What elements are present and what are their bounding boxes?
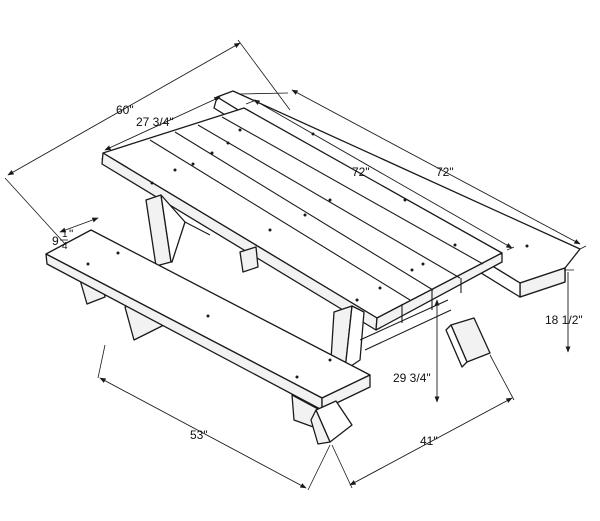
overall-width-label: 60" bbox=[116, 103, 134, 117]
dimension-lines bbox=[4, 39, 587, 491]
left-a-frame bbox=[145, 194, 259, 273]
bench-width-denominator: 4 bbox=[62, 241, 68, 252]
far-bench-leg bbox=[445, 317, 491, 368]
tabletop-width-label: 27 3/4" bbox=[136, 115, 174, 129]
table-height-label: 29 3/4" bbox=[393, 371, 431, 385]
bench-leg-span-label: 41" bbox=[420, 434, 438, 448]
bench-width-label: 9 1 4 " bbox=[52, 227, 73, 252]
tabletop-length-label: 72" bbox=[352, 165, 370, 179]
bench-width-whole: 9 bbox=[52, 234, 59, 248]
bench-width-numerator: 1 bbox=[62, 229, 68, 240]
bench-length-label: 72" bbox=[436, 165, 454, 179]
dimension-labels: 60" 27 3/4" 72" 72" 9 1 4 " 18 1/2" 29 3… bbox=[52, 103, 583, 448]
leg-spread-label: 53" bbox=[190, 428, 208, 442]
bench-height-label: 18 1/2" bbox=[545, 313, 583, 327]
bench-width-unit: " bbox=[69, 227, 73, 241]
